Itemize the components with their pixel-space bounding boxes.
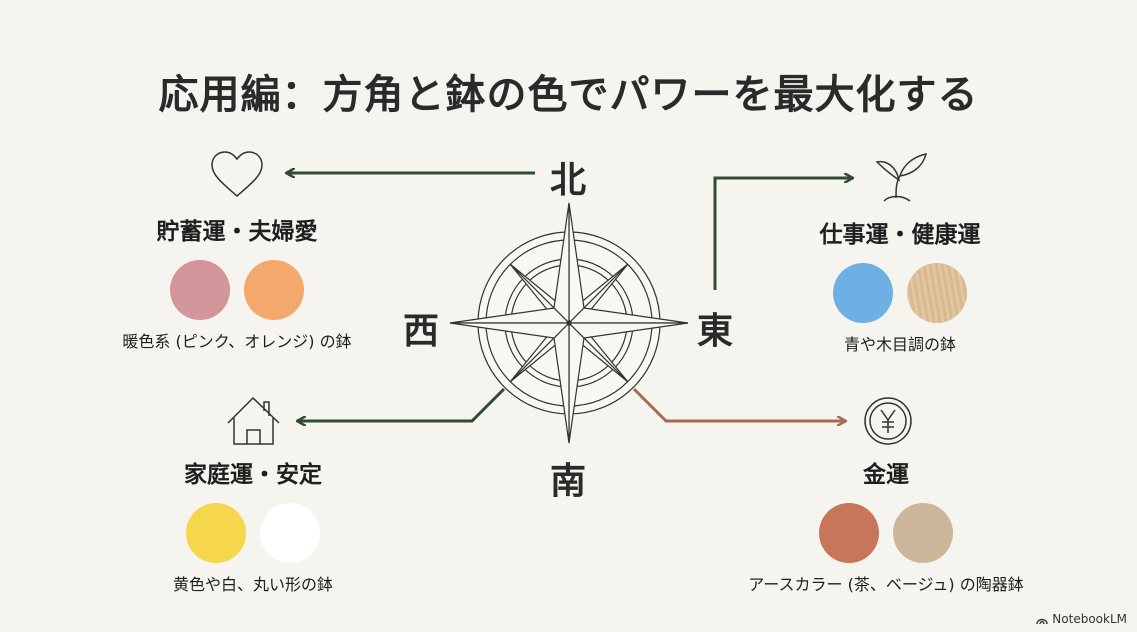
brand-watermark: NotebookLM bbox=[1036, 612, 1127, 626]
direction-east: 東 bbox=[697, 310, 734, 352]
color-swatch-white bbox=[260, 503, 320, 563]
compass-rose-icon bbox=[449, 202, 689, 444]
group-label: 金運 bbox=[863, 462, 909, 488]
color-swatch-orange bbox=[244, 260, 304, 320]
group-description: 黄色や白、丸い形の鉢 bbox=[172, 575, 333, 594]
color-swatch-pink bbox=[170, 260, 230, 320]
group-north: 貯蓄運・夫婦愛 暖色系 (ピンク、オレンジ) の鉢 bbox=[97, 212, 377, 352]
brand-label: NotebookLM bbox=[1052, 612, 1127, 626]
group-description: 暖色系 (ピンク、オレンジ) の鉢 bbox=[122, 332, 352, 351]
group-label: 貯蓄運・夫婦愛 bbox=[156, 219, 318, 245]
arrow-southeast bbox=[632, 387, 845, 421]
group-label: 仕事運・健康運 bbox=[819, 222, 981, 248]
group-description: 青や木目調の鉢 bbox=[843, 335, 956, 354]
direction-south: 南 bbox=[550, 460, 587, 502]
color-swatch-wood bbox=[907, 263, 967, 323]
color-swatch-blue bbox=[833, 263, 893, 323]
group-label: 家庭運・安定 bbox=[184, 462, 322, 488]
direction-north: 北 bbox=[550, 159, 587, 201]
color-swatch-yellow bbox=[186, 503, 246, 563]
house-icon bbox=[227, 396, 280, 445]
group-southwest: 家庭運・安定 黄色や白、丸い形の鉢 bbox=[113, 455, 393, 595]
yen-coin-icon bbox=[864, 397, 912, 445]
direction-west: 西 bbox=[403, 310, 440, 352]
heart-icon bbox=[211, 151, 263, 197]
sprout-icon bbox=[875, 153, 928, 202]
arrow-southwest bbox=[298, 387, 506, 421]
notebooklm-logo-icon bbox=[1036, 618, 1048, 624]
arrow-east bbox=[713, 178, 852, 290]
group-description: アースカラー (茶、ベージュ) の陶器鉢 bbox=[748, 575, 1024, 594]
page-title: 応用編：方角と鉢の色でパワーを最大化する bbox=[158, 71, 979, 118]
group-east: 仕事運・健康運 青や木目調の鉢 bbox=[760, 215, 1040, 355]
color-swatch-terracotta bbox=[819, 503, 879, 563]
group-southeast: 金運 アースカラー (茶、ベージュ) の陶器鉢 bbox=[746, 455, 1026, 595]
color-swatch-beige bbox=[893, 503, 953, 563]
